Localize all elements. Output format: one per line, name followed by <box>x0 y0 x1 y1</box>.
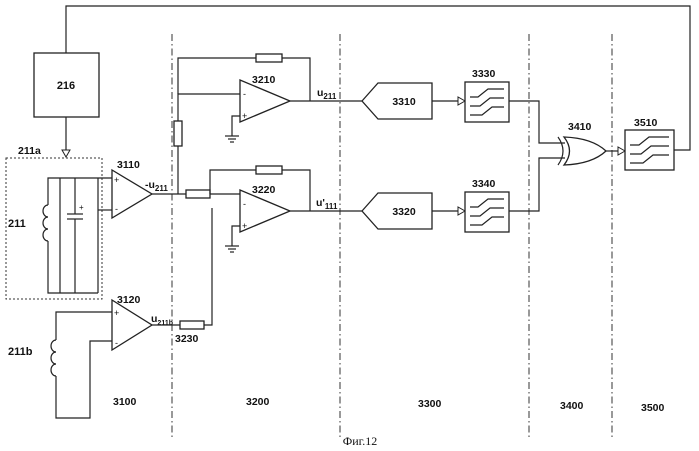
section-label-3300: 3300 <box>418 398 442 410</box>
coil-211-label: 211 <box>8 218 26 230</box>
coil-211b <box>51 312 112 418</box>
signal-u211: u211 <box>317 87 337 101</box>
block-211a-label: 211a <box>18 145 41 157</box>
block-216-label: 216 <box>57 80 75 92</box>
section-label-3100: 3100 <box>113 396 137 408</box>
block-3320-label: 3320 <box>392 206 416 218</box>
svg-text:-: - <box>115 204 118 214</box>
filter-3330-label: 3330 <box>472 68 496 80</box>
filter-3510 <box>625 130 674 170</box>
svg-text:+: + <box>242 221 247 231</box>
ground-3210 <box>225 116 240 142</box>
opamp-3110: + - <box>112 170 152 218</box>
arrow-3310-3330 <box>458 97 465 105</box>
resistor-3230-label: 3230 <box>175 333 199 345</box>
opamp-3210: - + <box>240 80 290 122</box>
filter-3340-label: 3340 <box>472 178 496 190</box>
signal-u111: u'111 <box>316 197 338 211</box>
svg-text:+: + <box>114 175 119 185</box>
svg-text:+: + <box>114 308 119 318</box>
opamp-3220: - + <box>240 190 290 232</box>
filter-3330 <box>465 82 509 122</box>
opamp-3110-label: 3110 <box>117 159 140 171</box>
xor-gate-3410-label: 3410 <box>568 121 592 133</box>
svg-text:+: + <box>79 203 84 212</box>
coil-211b-label: 211b <box>8 346 33 358</box>
opamp-3120: + - <box>112 300 152 350</box>
filter-3340 <box>465 192 509 232</box>
feedback-wire <box>66 6 690 150</box>
ground-3220 <box>225 226 240 252</box>
signal-neg-u211: -u211 <box>145 179 168 193</box>
xor-gate-3410 <box>558 137 606 165</box>
resistor-3230 <box>180 321 204 329</box>
arrow-216-to-211a <box>62 150 70 157</box>
svg-text:-: - <box>243 199 246 209</box>
filter-3510-label: 3510 <box>634 117 658 129</box>
arrow-3320-3340 <box>458 207 465 215</box>
arrow-3410-3510 <box>618 147 625 155</box>
figure-caption: Фиг.12 <box>343 434 377 448</box>
opamp-3220-label: 3220 <box>252 184 276 196</box>
svg-text:-: - <box>115 338 118 348</box>
block-3310-label: 3310 <box>392 96 416 108</box>
section-label-3400: 3400 <box>560 400 584 412</box>
svg-text:+: + <box>242 111 247 121</box>
opamp-3210-label: 3210 <box>252 74 276 86</box>
wiring-3200 <box>174 54 310 211</box>
section-label-3200: 3200 <box>246 396 270 408</box>
section-label-3500: 3500 <box>641 402 665 414</box>
opamp-3120-label: 3120 <box>117 294 141 306</box>
svg-text:-: - <box>243 89 246 99</box>
